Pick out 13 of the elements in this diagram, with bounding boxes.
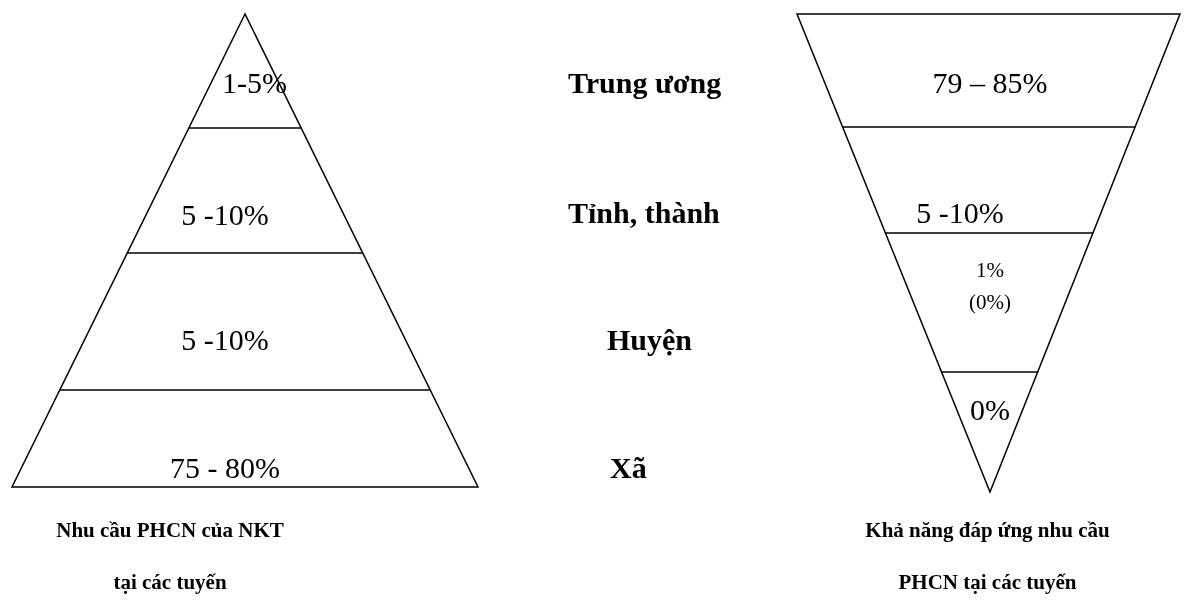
level-label: Huyện: [607, 323, 693, 357]
percentage-label: 1% (0%): [955, 255, 1025, 318]
level-label: Xã: [610, 451, 647, 485]
percentage-label: 75 - 80%: [140, 451, 310, 484]
percentage-label: 5 -10%: [885, 196, 1035, 229]
percentage-label: 79 – 85%: [910, 66, 1070, 99]
percentage-label: 5 -10%: [150, 323, 300, 356]
triangle-label: Nhu cầu PHCN của NKT tại các tuyến: [55, 517, 285, 596]
level-label: Tỉnh, thành: [568, 196, 720, 230]
percentage-label: 0%: [955, 393, 1025, 426]
level-label: Trung ương: [568, 66, 722, 100]
triangle-label: Khả năng đáp ứng nhu cầu PHCN tại các tuyến: [864, 517, 1111, 596]
percentage-label: 5 -10%: [150, 198, 300, 231]
